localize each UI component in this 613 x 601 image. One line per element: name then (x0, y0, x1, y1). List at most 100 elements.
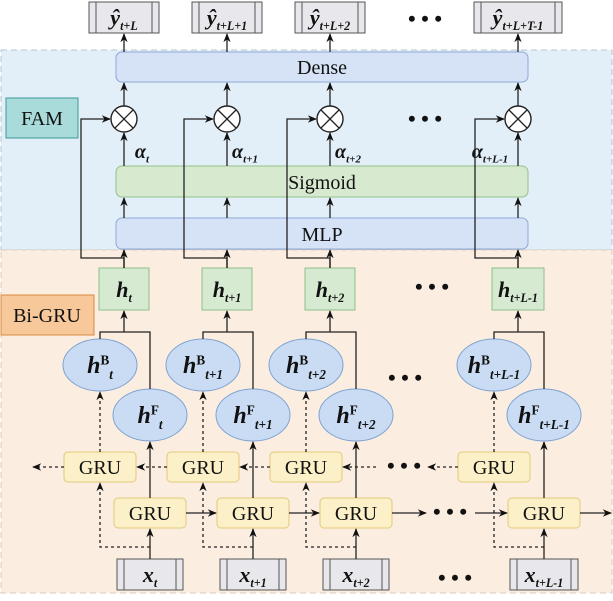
backward-label-1-sub: t+1 (205, 367, 223, 382)
forward-label-1-sub: t+1 (255, 417, 273, 432)
output-label-0: ŷt+L (107, 5, 137, 33)
merge-connector (99, 331, 151, 389)
hidden-label-2-sub: t+2 (328, 291, 344, 305)
backward-chain-ellipsis: • • • (387, 453, 421, 478)
backward-label-1: hBt+1 (183, 353, 223, 382)
input-label-3-sub: t+L-1 (536, 576, 564, 590)
input-to-backward-gru (302, 482, 356, 548)
alpha-label-3-sub: t+L-1 (483, 153, 508, 165)
forward-label-0: hFt (137, 403, 162, 432)
otimes-ellipsis: • • • (408, 106, 442, 131)
backward-label-3-base: h (468, 353, 481, 379)
hidden-label-0-base: h (116, 277, 128, 302)
bigru-label-text: Bi-GRU (13, 305, 81, 327)
backward-label-1-base: h (183, 353, 196, 379)
input-label-0-base: x (142, 562, 154, 587)
forward-label-0-base: h (137, 403, 150, 429)
backward-label-0-sub: t (109, 367, 113, 382)
alpha-label-1-base: α (232, 141, 244, 163)
alpha-label-0: αt (135, 141, 150, 165)
backward-label-0-base: h (87, 353, 100, 379)
backward-label-3-sup: B (481, 353, 490, 368)
output-ellipsis: • • • (408, 6, 442, 31)
gru-label: GRU (473, 457, 516, 479)
dense-label: Dense (297, 57, 347, 79)
input-label-2-sub: t+2 (353, 576, 369, 590)
output-box (294, 1, 366, 34)
hidden-state-box (201, 267, 253, 311)
input-box (322, 558, 390, 591)
forward-label-3: hFt+L-1 (518, 403, 570, 432)
hidden-label-3-sub: t+L-1 (510, 291, 538, 305)
alpha-label-2-sub: t+2 (346, 153, 361, 165)
multiply-icon-stroke (217, 109, 237, 129)
alpha-label-2-base: α (335, 141, 347, 163)
backward-label-2-sub: t+2 (308, 367, 326, 382)
hidden-label-1-sub: t+1 (225, 291, 241, 305)
forward-label-0-sup: F (151, 403, 159, 418)
output-label-1-base: ŷ (204, 5, 217, 30)
mlp-label: MLP (301, 224, 342, 246)
hidden-label-1-base: h (213, 277, 225, 302)
hidden-label-1: ht+1 (213, 277, 242, 305)
alpha-label-0-sub: t (146, 153, 150, 165)
backward-label-3-sub: t+L-1 (490, 367, 520, 382)
hidden-ellipsis: • • • (415, 274, 449, 299)
forward-label-1: hFt+1 (233, 403, 272, 432)
forward-label-2-sup: F (350, 403, 358, 418)
output-label-2-sub: t+L+2 (320, 19, 351, 33)
input-box (509, 558, 579, 591)
state-ellipsis: • • • (388, 365, 422, 390)
multiply-icon-stroke (320, 109, 340, 129)
input-box (219, 558, 287, 591)
backward-label-2: hBt+2 (286, 353, 326, 382)
fam-label: FAM (5, 97, 79, 139)
gru-label: GRU (523, 503, 566, 525)
output-label-3-base: ŷ (490, 5, 503, 30)
forward-label-3-sup: F (532, 403, 540, 418)
merge-connector (202, 331, 254, 389)
hidden-label-2: ht+2 (316, 277, 345, 305)
bigru-label: Bi-GRU (0, 294, 95, 336)
forward-chain-ellipsis: • • • (433, 499, 467, 524)
output-label-2: ŷt+L+2 (307, 5, 350, 33)
forward-label-2-base: h (336, 403, 349, 429)
gru-label: GRU (129, 503, 172, 525)
input-label-1: xt+1 (238, 562, 266, 590)
gru-label: GRU (232, 503, 275, 525)
input-box (116, 558, 184, 591)
fam-region (0, 49, 613, 251)
mlp-layer (115, 217, 529, 250)
forward-label-2-sub: t+2 (358, 417, 376, 432)
hidden-label-3: ht+L-1 (498, 277, 538, 305)
sigmoid-label: Sigmoid (288, 172, 356, 194)
input-label-1-base: x (238, 562, 250, 587)
forward-label-3-sub: t+L-1 (540, 417, 570, 432)
multiply-icon-stroke (508, 109, 528, 129)
gru-label: GRU (285, 457, 328, 479)
gru-label: GRU (335, 503, 378, 525)
backward-label-2-sup: B (299, 353, 308, 368)
output-box (88, 1, 160, 34)
alpha-label-2: αt+2 (335, 141, 361, 165)
gru-label: GRU (79, 457, 122, 479)
backward-label-2-base: h (286, 353, 299, 379)
input-ellipsis: • • • (438, 565, 472, 590)
fam-label-text: FAM (21, 108, 63, 130)
backward-label-3: hBt+L-1 (468, 353, 520, 382)
forward-label-3-base: h (518, 403, 531, 429)
output-label-1: ŷt+L+1 (204, 5, 247, 33)
forward-label-1-sup: F (247, 403, 255, 418)
hidden-label-3-base: h (498, 277, 510, 302)
input-label-2: xt+2 (341, 562, 369, 590)
input-label-1-sub: t+1 (250, 576, 266, 590)
multiply-icon-stroke (114, 109, 134, 129)
hidden-state-box (491, 267, 545, 311)
sigmoid-layer (115, 165, 529, 198)
forward-label-0-sub: t (159, 417, 163, 432)
backward-label-1-sup: B (196, 353, 205, 368)
input-to-backward-gru (199, 482, 253, 548)
hidden-state-box (98, 267, 150, 311)
alpha-label-1: αt+1 (232, 141, 258, 165)
input-label-3: xt+L-1 (524, 562, 564, 590)
